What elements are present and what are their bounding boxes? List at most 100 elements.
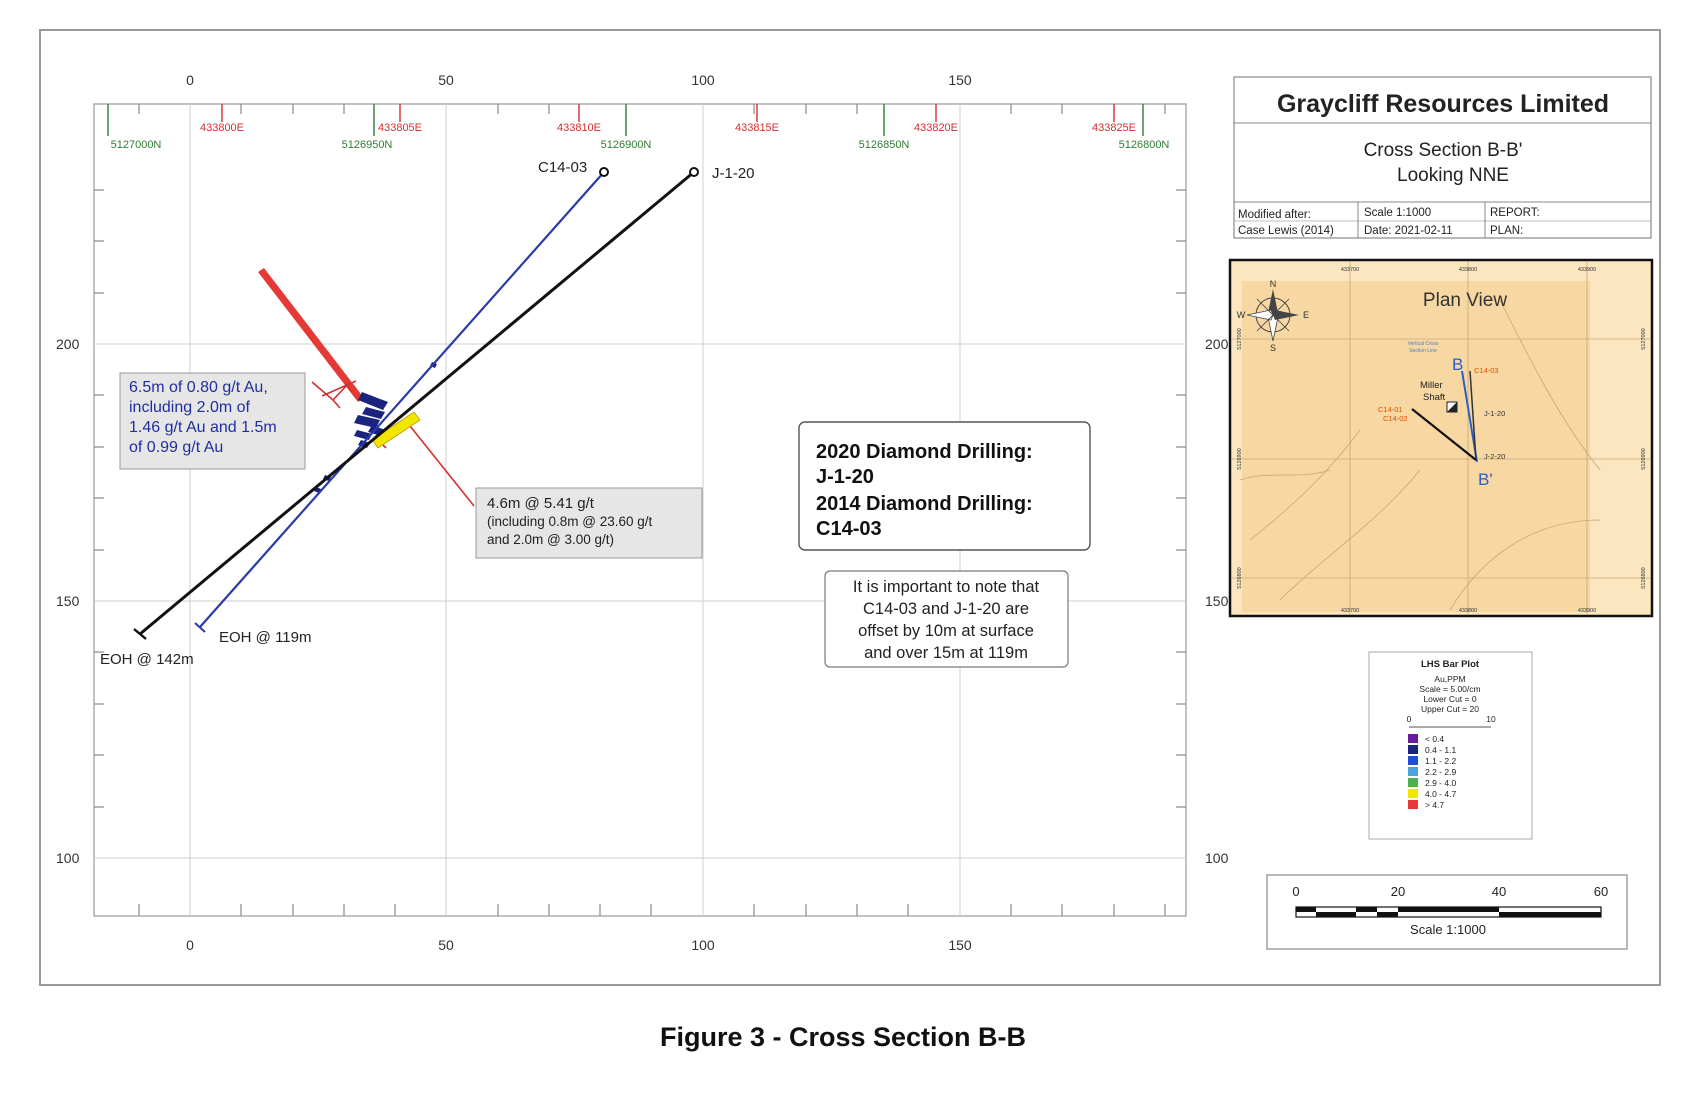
drilling-summary-line: 2020 Diamond Drilling:	[816, 441, 1033, 463]
plan-view-title: Plan View	[1423, 290, 1507, 311]
section-title: Cross Section B-B'	[1364, 140, 1523, 161]
compass-e: E	[1303, 310, 1309, 320]
hole-label-c14-03: C14-03	[538, 159, 587, 176]
callout-c14-03: 6.5m of 0.80 g/t Au, including 2.0m of 1…	[119, 372, 306, 470]
figure-caption: Figure 3 - Cross Section B-B	[659, 1022, 1027, 1052]
legend-swatch	[1408, 800, 1418, 809]
x-tick-label-bottom: 150	[948, 937, 972, 953]
miller-shaft-label: Shaft	[1423, 392, 1446, 403]
easting-ticks	[221, 104, 1115, 122]
x-tick-label-top: 0	[186, 72, 194, 88]
plan-bottom-tick: 433900	[1578, 608, 1596, 614]
section-line-label: Section Line	[1409, 348, 1437, 354]
plan-trace-c14-03	[1469, 370, 1477, 461]
legend-title: LHS Bar Plot	[1421, 659, 1480, 670]
easting-label: 433810E	[557, 122, 601, 134]
plan-field: PLAN:	[1490, 225, 1523, 237]
section-orientation: Looking NNE	[1397, 165, 1509, 186]
legend-info: Au,PPM	[1434, 674, 1465, 684]
plan-hole-label: C14-03	[1474, 366, 1499, 375]
plan-hole-label: J-2-20	[1484, 452, 1505, 461]
collar-j-1-20	[689, 167, 699, 177]
grid-lines	[94, 104, 1186, 916]
eoh-label-j-1-20: EOH @ 142m	[100, 651, 194, 668]
drilling-summary-line: J-1-20	[816, 466, 874, 488]
legend-item-label: 0.4 - 1.1	[1425, 745, 1456, 755]
easting-label: 433825E	[1092, 122, 1136, 134]
x-tick-label-bottom: 0	[186, 937, 194, 953]
title-block: Graycliff Resources Limited Cross Sectio…	[1233, 76, 1652, 239]
callout-j-1-20: 4.6m @ 5.41 g/t (including 0.8m @ 23.60 …	[475, 487, 703, 559]
eoh-tick-j-1-20	[133, 628, 147, 640]
easting-label: 433800E	[200, 122, 244, 134]
drillhole-c14-03-trace	[199, 171, 605, 628]
assay-bar-red-long	[258, 268, 364, 402]
offset-note-line: and over 15m at 119m	[864, 644, 1028, 662]
callout-c14-03-line: of 0.99 g/t Au	[129, 439, 223, 456]
x-tick-label-top: 50	[438, 72, 454, 88]
scale-tick: 60	[1594, 884, 1608, 899]
legend-item-label: < 0.4	[1425, 734, 1444, 744]
legend-swatch	[1408, 745, 1418, 754]
drillhole-j-1-20-trace	[139, 170, 695, 636]
plan-right-tick: 5126800	[1641, 567, 1647, 588]
side-minor-ticks	[94, 189, 1186, 808]
modified-value: Case Lewis (2014)	[1238, 225, 1334, 237]
bar-plot-legend: LHS Bar Plot Au,PPM Scale = 5.00/cm Lowe…	[1368, 651, 1533, 840]
scale-bar: 0 20 40 60 Scale 1:1000	[1266, 874, 1628, 950]
y-tick-label-left: 100	[56, 850, 80, 866]
drilling-summary-line: C14-03	[816, 518, 882, 540]
compass-w: W	[1237, 310, 1246, 320]
plan-right-tick: 5127000	[1641, 328, 1647, 349]
company-name: Graycliff Resources Limited	[1277, 90, 1609, 118]
plan-contours	[1239, 299, 1601, 611]
legend-swatches: < 0.40.4 - 1.11.1 - 2.22.2 - 2.92.9 - 4.…	[1408, 734, 1456, 810]
plan-left-tick: 5126900	[1237, 448, 1243, 469]
easting-label: 433815E	[735, 122, 779, 134]
callout-c14-03-line: including 2.0m of	[129, 399, 251, 416]
x-tick-label-bottom: 50	[438, 937, 454, 953]
offset-note-line: It is important to note that	[853, 578, 1040, 596]
offset-note-line: offset by 10m at surface	[858, 622, 1034, 640]
northing-label: 5126850N	[859, 139, 910, 151]
eoh-label-c14-03: EOH @ 119m	[219, 629, 311, 646]
legend-info: Upper Cut = 20	[1421, 704, 1479, 714]
drilling-summary-line: 2014 Diamond Drilling:	[816, 493, 1033, 515]
legend-item-label: 4.0 - 4.7	[1425, 789, 1456, 799]
modified-label: Modified after:	[1238, 209, 1311, 221]
plan-top-tick: 433700	[1341, 267, 1359, 273]
scale-tick: 0	[1292, 884, 1299, 899]
northing-label: 5126950N	[342, 139, 393, 151]
legend-info: Scale = 5.00/cm	[1419, 684, 1480, 694]
y-tick-label-left: 150	[56, 593, 80, 609]
drilling-summary-box: 2020 Diamond Drilling: J-1-20 2014 Diamo…	[798, 421, 1091, 551]
offset-note-line: C14-03 and J-1-20 are	[863, 600, 1029, 618]
legend-item-label: > 4.7	[1425, 800, 1444, 810]
plan-grid	[1232, 262, 1650, 614]
plan-b-label: B	[1452, 355, 1463, 374]
legend-item-label: 1.1 - 2.2	[1425, 756, 1456, 766]
plan-trace-j-1-20	[1411, 408, 1477, 461]
date-field: Date: 2021-02-11	[1364, 225, 1453, 237]
plan-view-map: N S E W Plan View 433700 433800 433900 4…	[1228, 258, 1654, 618]
callout-j-1-20-line: and 2.0m @ 3.00 g/t)	[487, 532, 614, 547]
compass-s: S	[1270, 343, 1276, 353]
plan-hole-label: J-1-20	[1484, 409, 1505, 418]
callout-j-1-20-line: (including 0.8m @ 23.60 g/t	[487, 514, 653, 529]
top-minor-ticks	[138, 104, 1166, 114]
plan-b-prime-label: B'	[1478, 470, 1493, 489]
scale-field: Scale 1:1000	[1364, 207, 1431, 219]
y-tick-label-right: 150	[1205, 593, 1229, 609]
northing-label: 5126800N	[1119, 139, 1170, 151]
section-line-label: Vertical Cross	[1408, 341, 1439, 347]
callout-j-1-20-line: 4.6m @ 5.41 g/t	[487, 495, 595, 512]
legend-axis-max: 10	[1486, 714, 1496, 724]
easting-label: 433820E	[914, 122, 958, 134]
section-plot: 433800E 433805E 433810E 433815E 433820E …	[56, 72, 1229, 953]
callout-c14-03-line: 1.46 g/t Au and 1.5m	[129, 419, 277, 436]
legend-item-label: 2.2 - 2.9	[1425, 767, 1456, 777]
compass-n: N	[1270, 279, 1277, 289]
legend-info: Lower Cut = 0	[1423, 694, 1476, 704]
easting-label: 433805E	[378, 122, 422, 134]
